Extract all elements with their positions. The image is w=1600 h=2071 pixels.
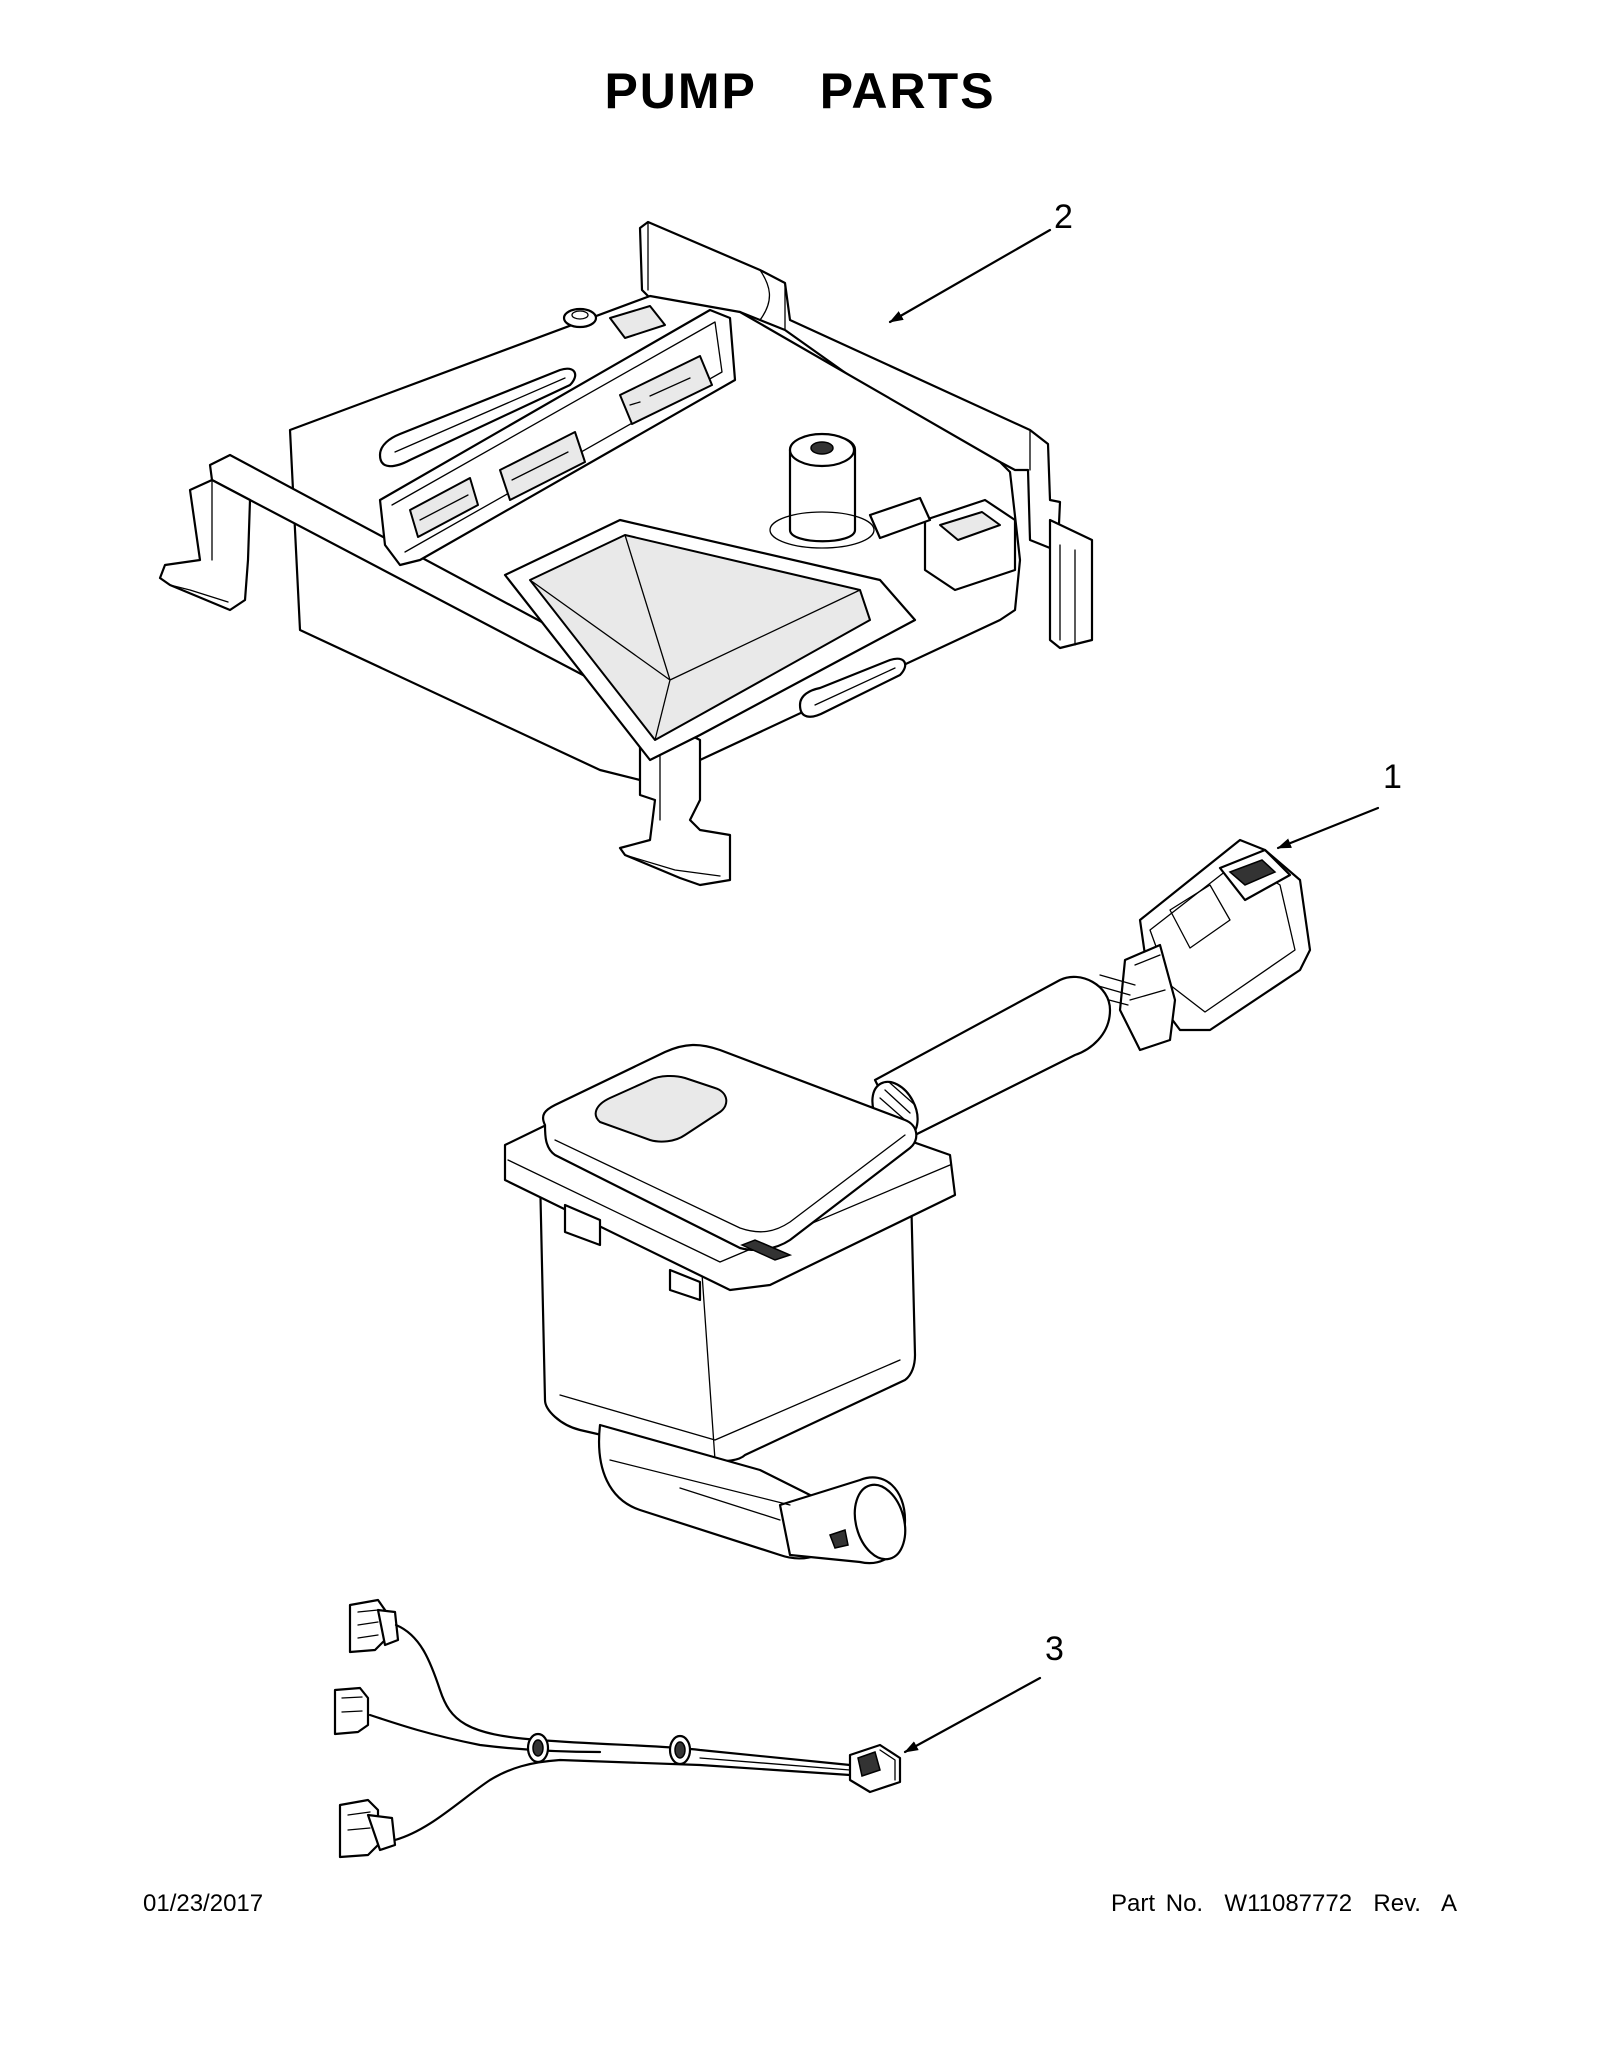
callout-1-label: 1 xyxy=(1383,758,1402,796)
callout-3-leader xyxy=(903,1676,1042,1754)
wire-harness-illustration xyxy=(333,1598,902,1859)
pump-assembly-illustration xyxy=(503,838,1312,1565)
footer-date: 01/23/2017 xyxy=(143,1890,264,1917)
callout-2-leader xyxy=(888,228,1052,324)
pump-housing-tray-illustration xyxy=(158,220,1094,887)
footer-part-number: Part No. W11087772 Rev. A xyxy=(1111,1890,1457,1917)
callout-1-leader xyxy=(1276,806,1380,850)
callout-2-label: 2 xyxy=(1054,198,1073,236)
callout-3-label: 3 xyxy=(1045,1630,1064,1668)
page-title: PUMP PARTS xyxy=(604,63,996,119)
